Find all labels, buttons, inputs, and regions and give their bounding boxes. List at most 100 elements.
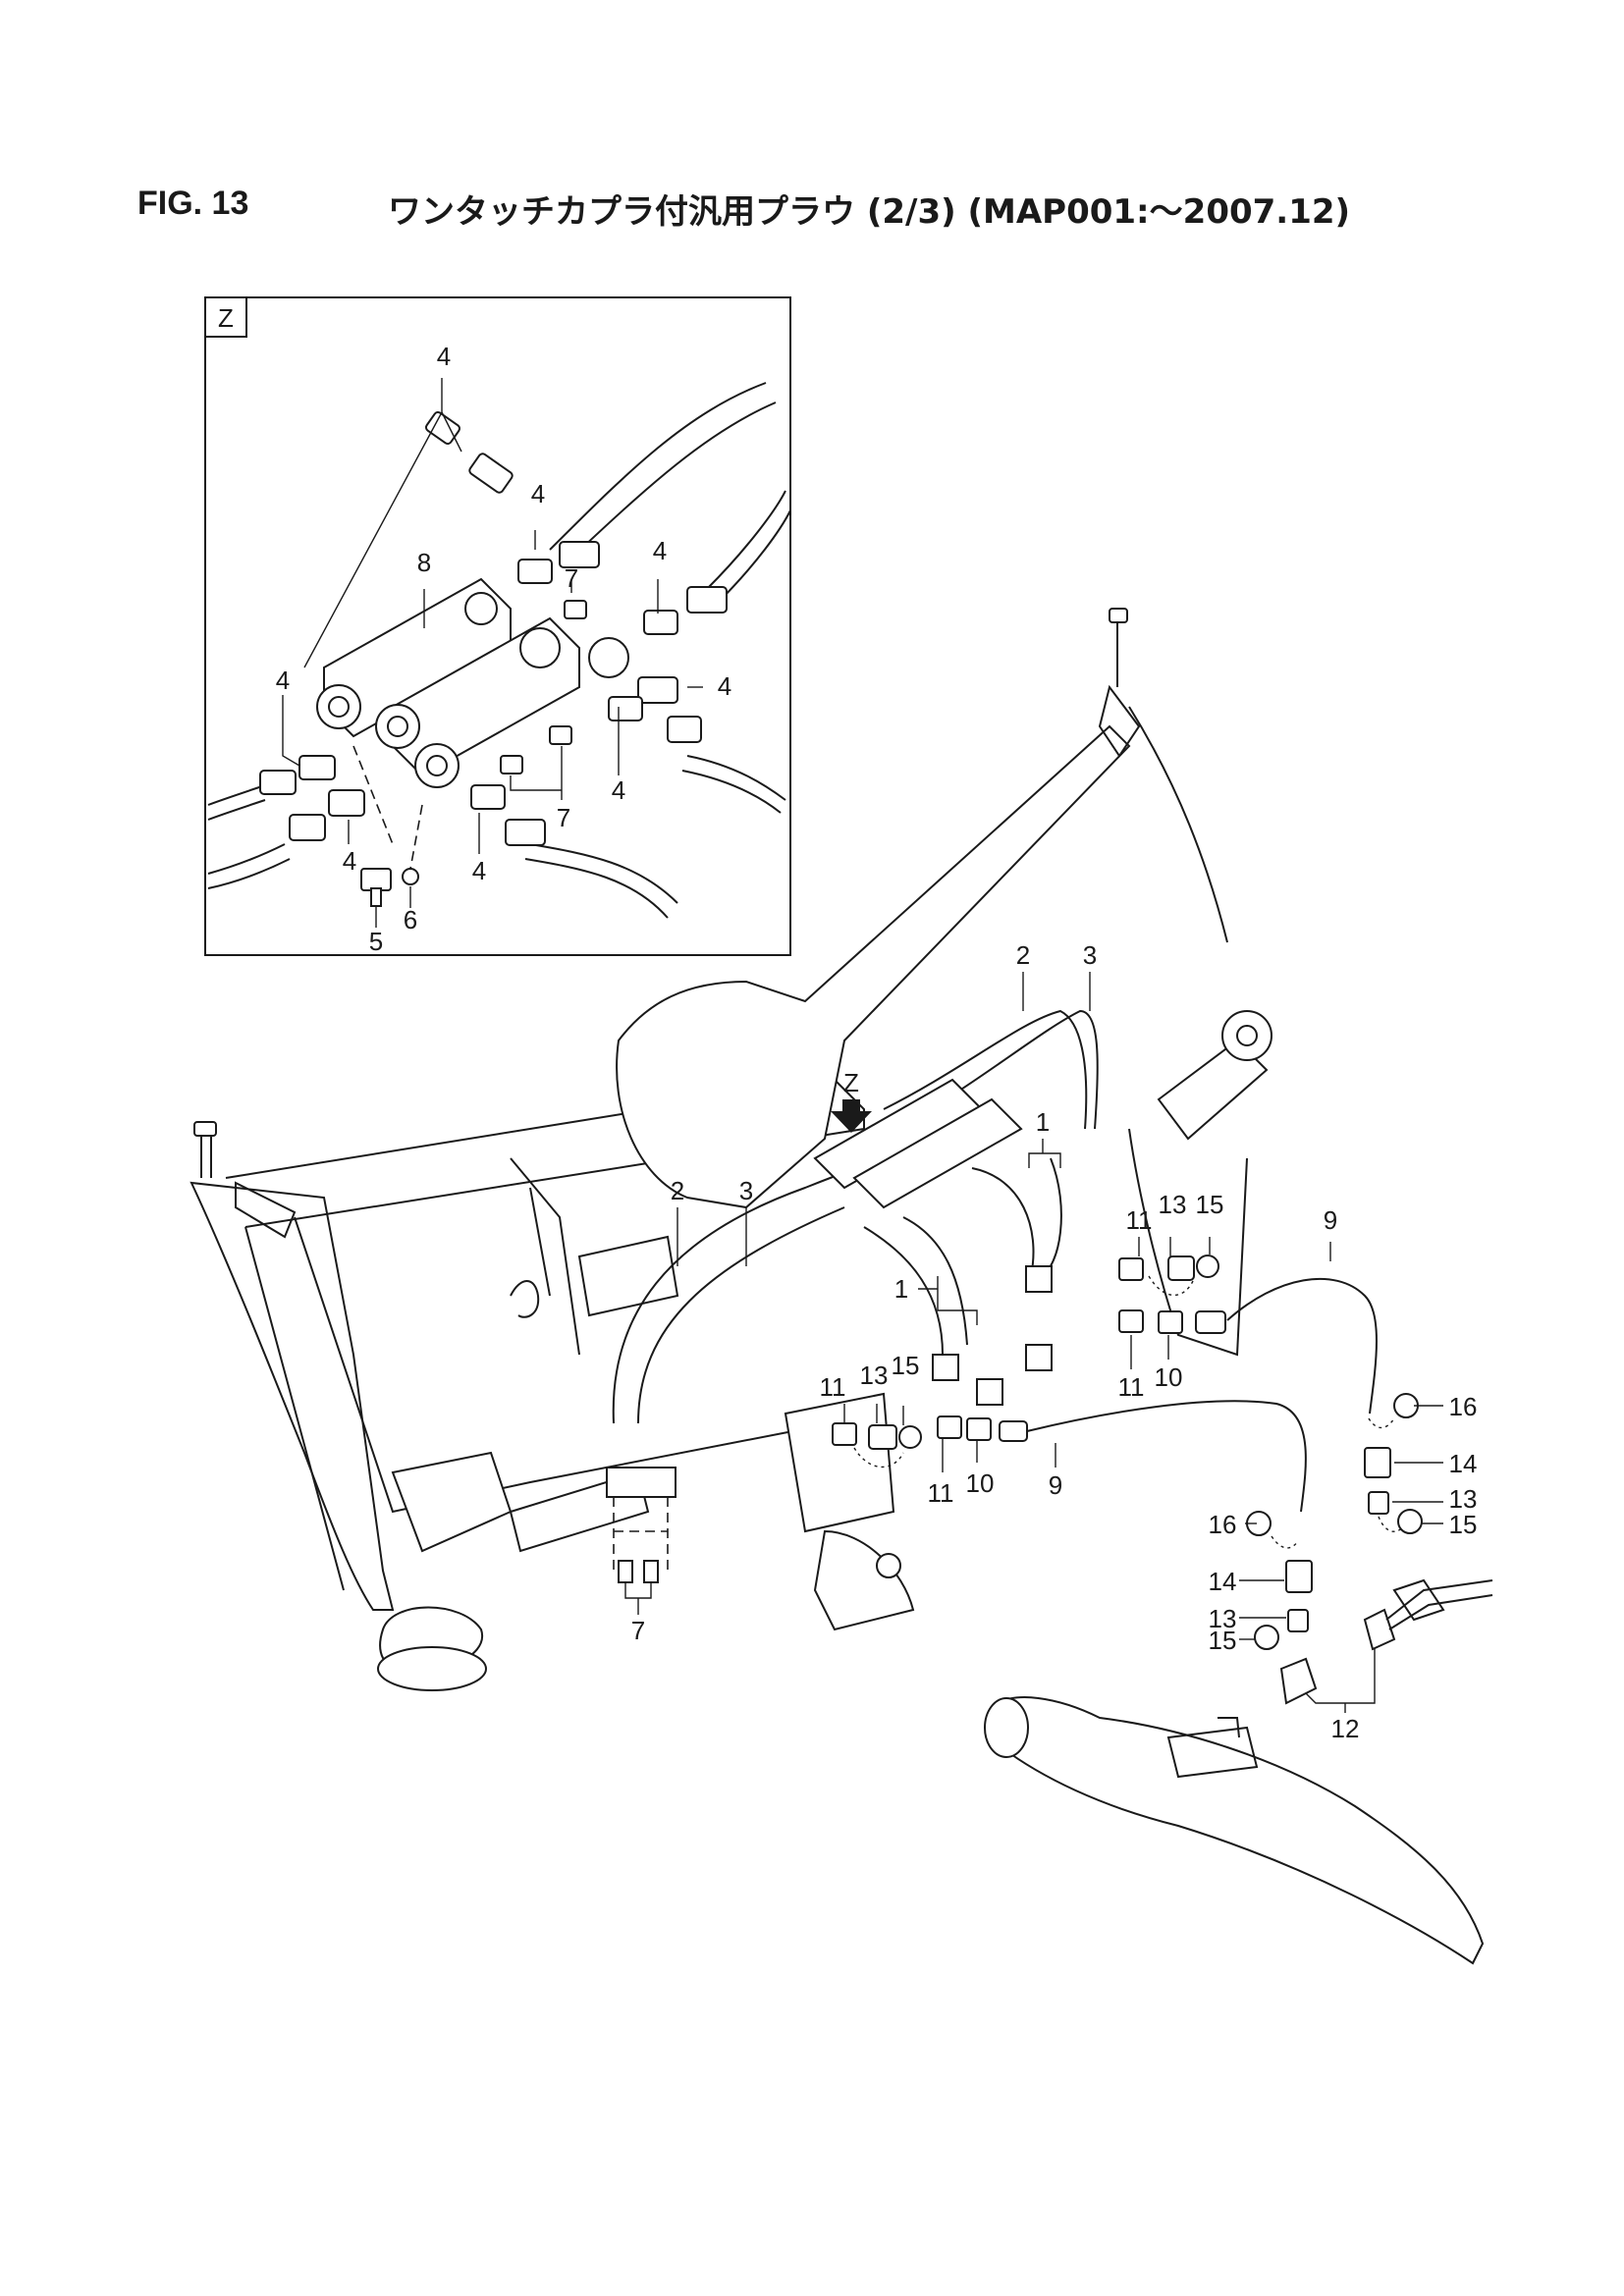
hose-holder-3 [932, 1354, 959, 1381]
coupler-14-right [1364, 1447, 1391, 1478]
coupler-right-socket [686, 586, 728, 614]
manifold-port-6 [464, 592, 498, 625]
callout-9-lower: 9 [1049, 1470, 1062, 1500]
detail-label-box [204, 296, 247, 338]
elbow-12-left [1279, 1657, 1318, 1705]
callout-4-left: 4 [276, 666, 290, 695]
leader-7-main [624, 1582, 652, 1615]
manifold-port-1-bore [328, 696, 350, 718]
callout-6: 6 [404, 905, 417, 934]
callout-16-right: 16 [1449, 1392, 1478, 1421]
leader-7-lower [510, 746, 563, 800]
callout-2-left: 2 [671, 1176, 684, 1205]
coupler-13-right [1368, 1491, 1389, 1515]
plug-upper [564, 600, 587, 619]
washer [402, 868, 419, 885]
loader-arm-pivot [984, 1697, 1029, 1758]
cap-15-left [1254, 1625, 1279, 1650]
blade-marker-rod [200, 1134, 212, 1178]
manifold-port-5 [588, 637, 629, 678]
coupler-10-lower [966, 1417, 992, 1441]
callout-13-lower: 13 [860, 1361, 889, 1390]
angle-cylinder-rod-end [391, 1451, 513, 1553]
hose-9-lower [1026, 1400, 1307, 1513]
loader-arm-valve-mount [1166, 1717, 1259, 1779]
callout-3-right: 3 [1083, 940, 1097, 970]
plug-lower-1 [500, 755, 523, 774]
manifold-port-4 [519, 627, 561, 668]
callout-4-bottom: 4 [472, 856, 486, 885]
callout-11-mid: 11 [1118, 1372, 1145, 1402]
cap-15-right [1397, 1509, 1423, 1534]
plow-shoe-base [377, 1646, 487, 1691]
tractor-loader-arm [990, 1696, 1485, 1965]
callout-8: 8 [417, 548, 431, 577]
coupler-left-lower [328, 789, 365, 817]
callout-10-lower: 10 [966, 1468, 995, 1498]
blade-corner-guide [235, 1181, 297, 1239]
callout-7-lower: 7 [557, 803, 570, 832]
hose-2-right [883, 1009, 1088, 1130]
lift-cylinder-body [1157, 1039, 1269, 1141]
coupler-upper-mid-socket [559, 541, 600, 568]
callout-13-left: 13 [1209, 1604, 1237, 1633]
hose-1-left [902, 1216, 968, 1346]
port-plug-1 [618, 1560, 633, 1583]
callout-15-upper: 15 [1196, 1190, 1224, 1219]
callout-4-right: 4 [653, 536, 667, 565]
callout-14-right: 14 [1449, 1449, 1478, 1478]
lift-cylinder-mount [1128, 1128, 1248, 1357]
callout-7-main: 7 [631, 1616, 645, 1645]
detail-view-z: Z [204, 296, 791, 956]
callout-4-upper-mid: 4 [531, 479, 545, 508]
callout-12: 12 [1331, 1714, 1360, 1743]
main-coupler-manifold-rear [852, 1097, 1023, 1209]
leader-4-left [282, 695, 300, 767]
hose-holder-2 [1025, 1344, 1053, 1371]
view-z-marker: Z [843, 1068, 859, 1097]
hose-1-left-b [863, 1226, 944, 1356]
frame-top-bracket [1098, 684, 1141, 758]
figure-title: ワンタッチカプラ付汎用プラウ (2/3) (MAP001:〜2007.12) [388, 192, 1351, 232]
coupler-right-mid-2 [608, 696, 643, 721]
callout-11-lower: 11 [820, 1372, 846, 1402]
callout-4-top: 4 [437, 342, 451, 371]
hose-holder-1 [1025, 1265, 1053, 1293]
chain-right-top [1368, 1417, 1395, 1429]
blade-marker-tip [193, 1121, 217, 1137]
leader-12 [1305, 1649, 1376, 1713]
plow-frame-arm [616, 724, 1131, 1209]
hidden-line-bolt [352, 745, 423, 870]
hose-3-right [912, 1009, 1099, 1130]
callout-13-right: 13 [1449, 1484, 1478, 1514]
blade-rib [510, 1157, 580, 1356]
coupler-13-lower [868, 1424, 897, 1450]
callout-10-mid: 10 [1155, 1362, 1183, 1392]
cylinder-port-block [606, 1467, 677, 1498]
coupler-10-mid [1158, 1310, 1183, 1334]
frame-marker-tip [1109, 608, 1128, 623]
hitch-pin-hole [876, 1553, 901, 1578]
coupler-right [643, 610, 678, 635]
coupler-13-upper [1167, 1255, 1195, 1281]
hitch-bracket [784, 1392, 895, 1533]
chain-upper [1148, 1275, 1194, 1297]
manifold-port-3-bore [426, 755, 448, 776]
hose-holder-4 [976, 1378, 1003, 1406]
callout-5: 5 [369, 927, 383, 956]
hose-1-right [1040, 1157, 1062, 1277]
tractor-pipe [1385, 1579, 1493, 1630]
coupler-upper-mid [517, 559, 553, 584]
coupler-bottom-socket [505, 819, 546, 846]
view-z-arrow [831, 1099, 872, 1133]
lift-cylinder-eye-bore [1236, 1025, 1258, 1046]
detail-hose-bottom [524, 843, 678, 919]
detail-hose-left [207, 784, 266, 821]
coupler-top-plug [468, 453, 514, 494]
blade-hook [510, 1280, 540, 1318]
callout-13-upper: 13 [1159, 1190, 1187, 1219]
hitch-lower-bracket [813, 1529, 915, 1631]
manifold-port-2-bore [387, 716, 408, 737]
coupler-13-left [1287, 1609, 1309, 1632]
coupler-end-mid [1195, 1310, 1226, 1334]
